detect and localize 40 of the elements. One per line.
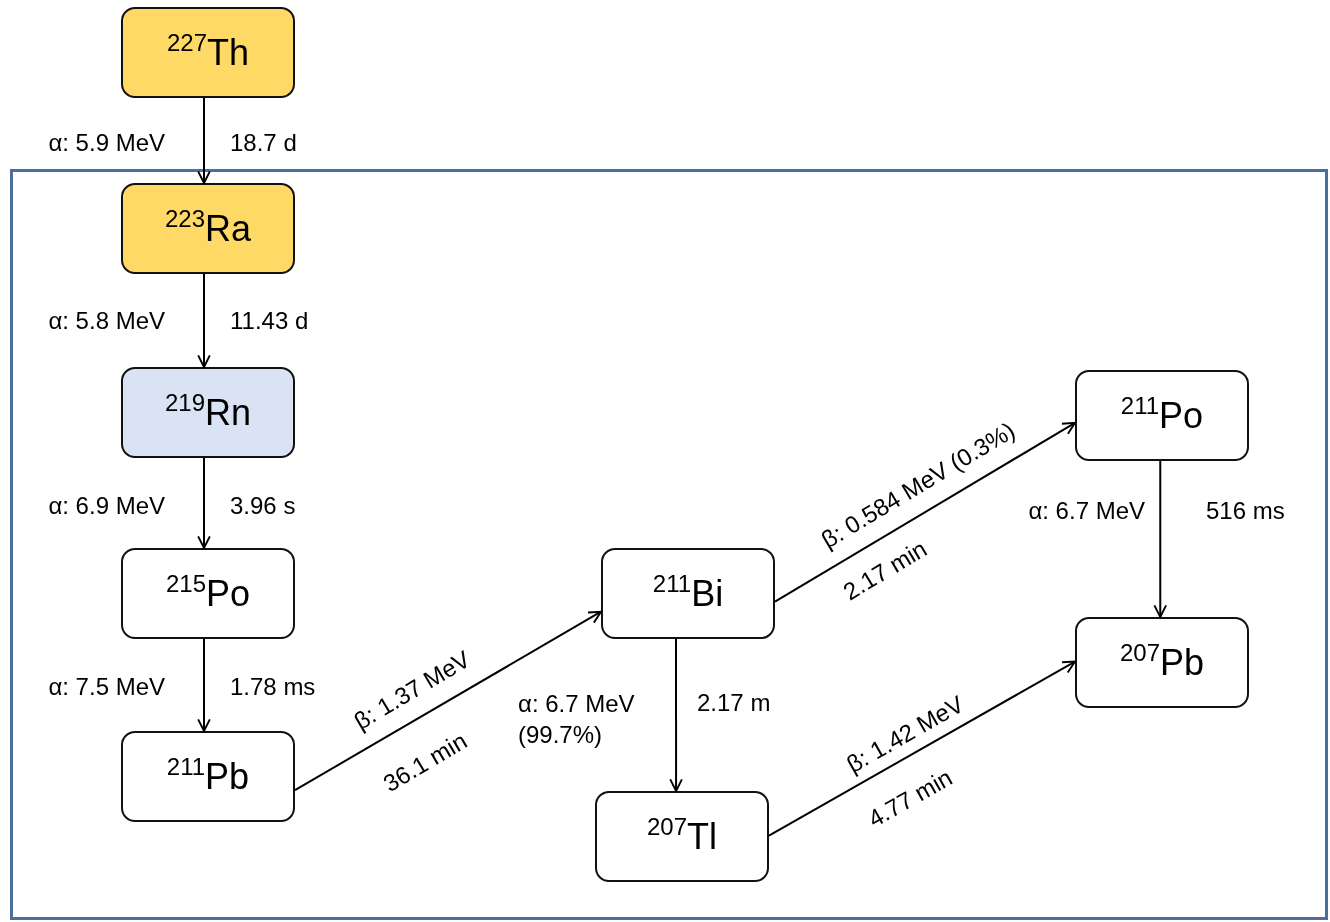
decay-arrow <box>197 457 211 549</box>
half-life-label: 11.43 d <box>230 306 309 337</box>
edge-label: α: 6.7 MeV (99.7%) <box>518 689 636 751</box>
decay-arrow <box>1153 460 1168 618</box>
edge-label: α: 5.9 MeV <box>48 128 165 159</box>
edge-label: α: 6.9 MeV <box>48 491 165 522</box>
region-frame <box>10 169 1328 920</box>
nuclide-box <box>595 791 769 882</box>
nuclide-box <box>121 367 295 458</box>
half-life-label: 18.7 d <box>230 128 297 159</box>
nuclide-box <box>121 548 295 639</box>
nuclide-label: $^{207}$Pb <box>1119 641 1205 684</box>
decay-arrow <box>197 97 211 184</box>
nuclide-label: $^{211}$Bi <box>652 572 724 615</box>
decay-arrow <box>197 273 211 368</box>
decay-arrow <box>294 610 602 792</box>
nuclide-label: $^{223}$Ra <box>164 207 252 250</box>
nuclide-label: $^{207}$Tl <box>646 815 717 858</box>
nuclide-box <box>1075 617 1249 708</box>
edge-label: α: 6.7 MeV <box>1028 496 1145 527</box>
nuclide-box <box>121 183 295 274</box>
half-life-label: 3.96 s <box>230 491 296 522</box>
half-life-label: 2.17 m <box>697 688 771 719</box>
nuclide-label: $^{219}$Rn <box>164 391 252 434</box>
nuclide-box <box>121 7 295 98</box>
half-life-label: 516 ms <box>1206 496 1285 527</box>
nuclide-label: $^{215}$Po <box>165 572 251 615</box>
nuclide-box <box>601 548 775 639</box>
nuclide-label: $^{211}$Pb <box>166 755 250 798</box>
decay-arrow <box>774 421 1076 603</box>
decay-arrow <box>768 660 1076 837</box>
nuclide-box <box>1075 370 1249 461</box>
decay-arrow <box>669 638 683 792</box>
edge-label: α: 5.8 MeV <box>48 306 165 337</box>
edge-label: α: 7.5 MeV <box>48 672 165 703</box>
half-life-label: 1.78 ms <box>230 672 316 703</box>
nuclide-label: $^{211}$Po <box>1120 394 1204 437</box>
decay-arrow <box>197 638 211 732</box>
nuclide-label: $^{227}$Th <box>166 31 250 74</box>
nuclide-box <box>121 731 295 822</box>
